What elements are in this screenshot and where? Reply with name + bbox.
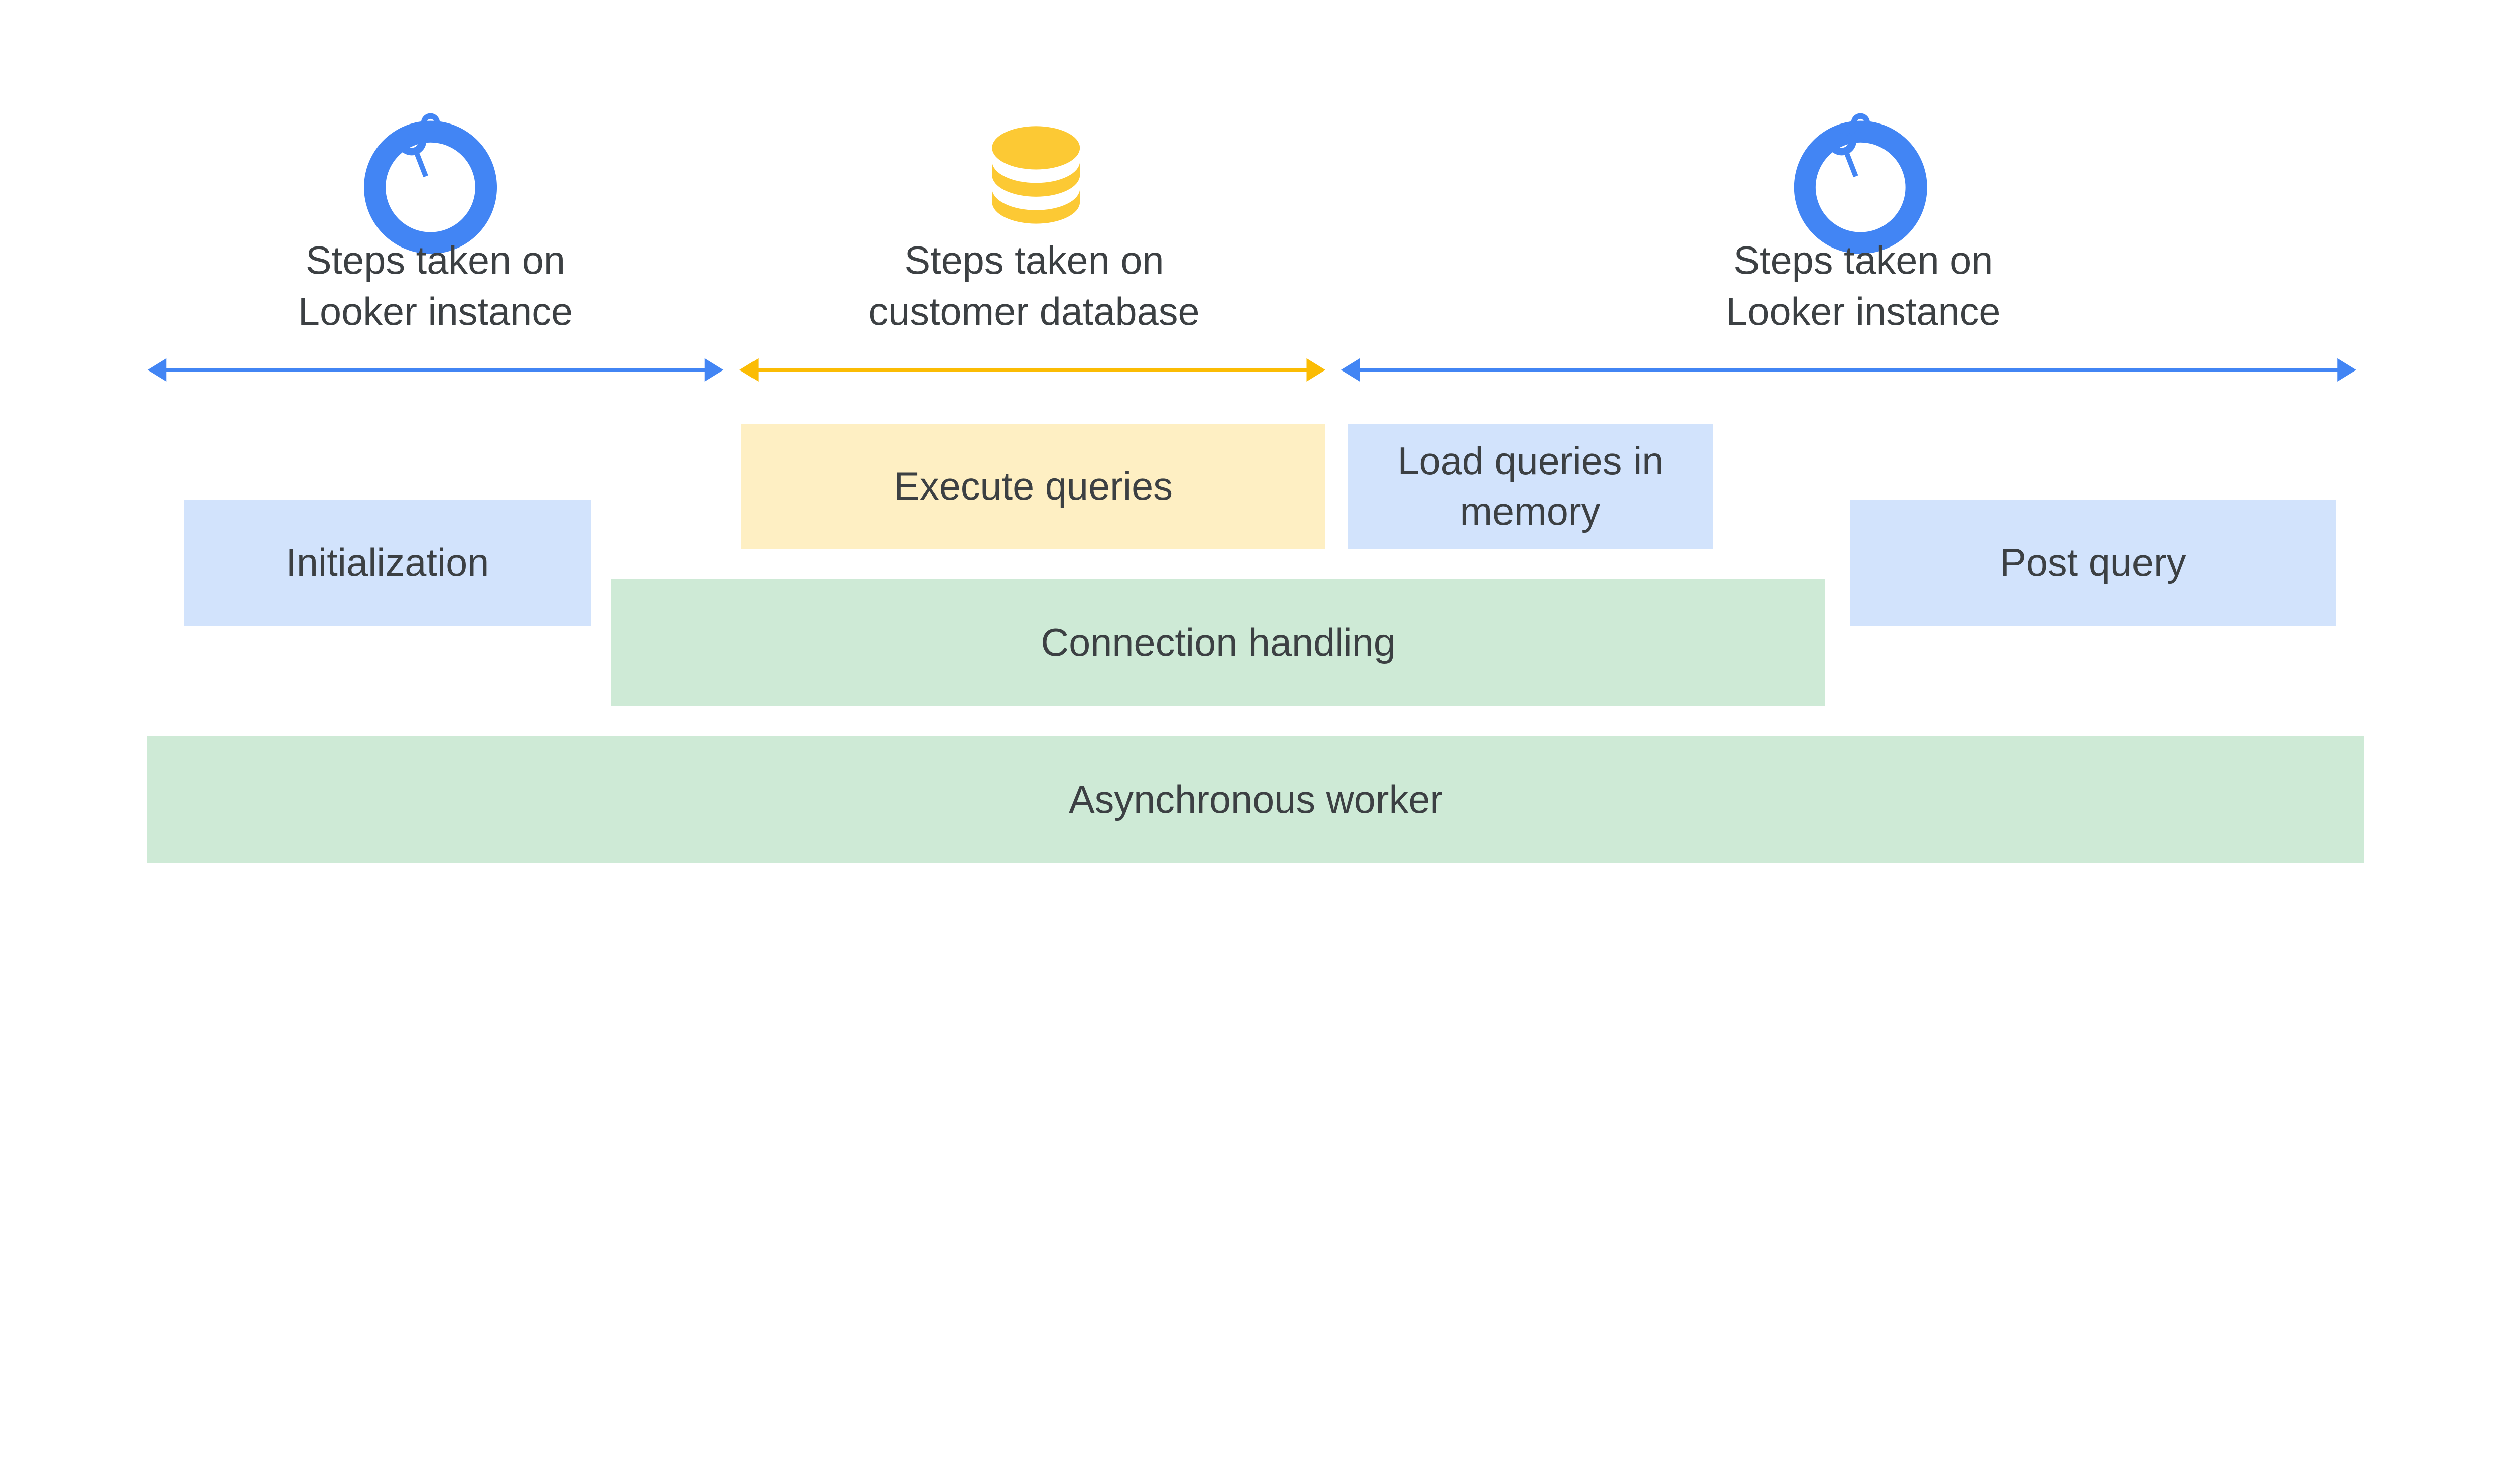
looker-logo-icon	[364, 113, 497, 254]
looker-logo-icon	[1794, 113, 1927, 254]
initialization-box: Initialization	[184, 500, 591, 626]
section-heading-looker-1: Steps taken on Looker instance	[216, 235, 655, 338]
asynchronous-worker-box: Asynchronous worker	[147, 736, 2364, 863]
customer-database-span-arrow	[739, 358, 1325, 382]
diagram-graphics	[147, 0, 2356, 382]
heading-line: Steps taken on	[305, 238, 566, 282]
connection-handling-box: Connection handling	[611, 579, 1825, 706]
box-label: Post query	[2000, 541, 2186, 584]
load-queries-box: Load queries in memory	[1348, 424, 1713, 549]
database-icon	[992, 126, 1080, 224]
heading-line: Steps taken on	[904, 238, 1164, 282]
heading-line: Looker instance	[298, 290, 573, 333]
heading-line: Looker instance	[1726, 290, 2001, 333]
box-label: Initialization	[286, 541, 489, 584]
looker-instance-span-arrow	[147, 358, 724, 382]
box-label: Load queries in memory	[1397, 440, 1664, 534]
heading-line: Steps taken on	[1733, 238, 1993, 282]
post-query-box: Post query	[1850, 500, 2336, 626]
heading-line: customer database	[868, 290, 1200, 333]
section-heading-looker-2: Steps taken on Looker instance	[1644, 235, 2083, 338]
looker-instance-span-arrow	[1341, 358, 2356, 382]
box-label: Execute queries	[894, 465, 1173, 509]
box-label: Asynchronous worker	[1068, 778, 1443, 821]
box-label: Connection handling	[1041, 621, 1396, 665]
execute-queries-box: Execute queries	[741, 424, 1325, 549]
section-heading-database: Steps taken on customer database	[815, 235, 1254, 338]
